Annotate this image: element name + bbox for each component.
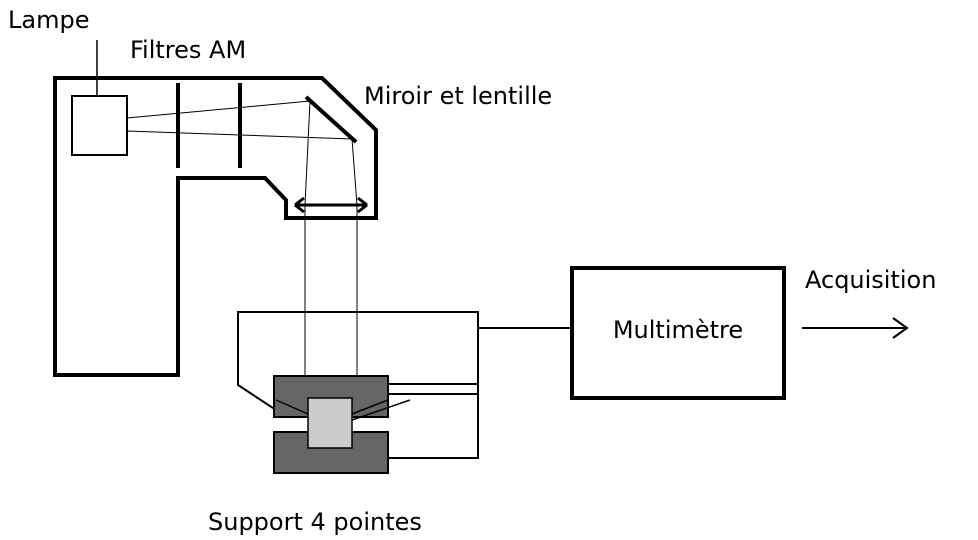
probe-wire-outer	[237, 311, 479, 459]
multimeter-box	[570, 266, 786, 400]
support-clamp-bottom	[273, 431, 389, 474]
multimeter-label: Multimètre	[613, 316, 743, 344]
probe-tip	[351, 399, 389, 415]
optical-housing	[53, 76, 378, 377]
sample	[307, 397, 353, 449]
support-label: Support 4 pointes	[208, 508, 422, 536]
lamp-label: Lampe	[8, 6, 89, 34]
lens-double-arrow	[294, 196, 368, 214]
probe-tip	[351, 399, 411, 421]
beam-ray	[351, 138, 358, 206]
mirror-label: Miroir et lentille	[364, 82, 552, 110]
beam-ray	[126, 100, 311, 119]
acquisition-arrow	[802, 317, 909, 339]
mirror	[304, 95, 358, 144]
acquisition-label: Acquisition	[805, 266, 936, 294]
lamp-box	[71, 95, 128, 156]
probe-tip	[275, 399, 309, 415]
beam-ray	[126, 130, 353, 140]
beam-ray	[304, 100, 311, 206]
filters-label: Filtres AM	[130, 36, 246, 64]
